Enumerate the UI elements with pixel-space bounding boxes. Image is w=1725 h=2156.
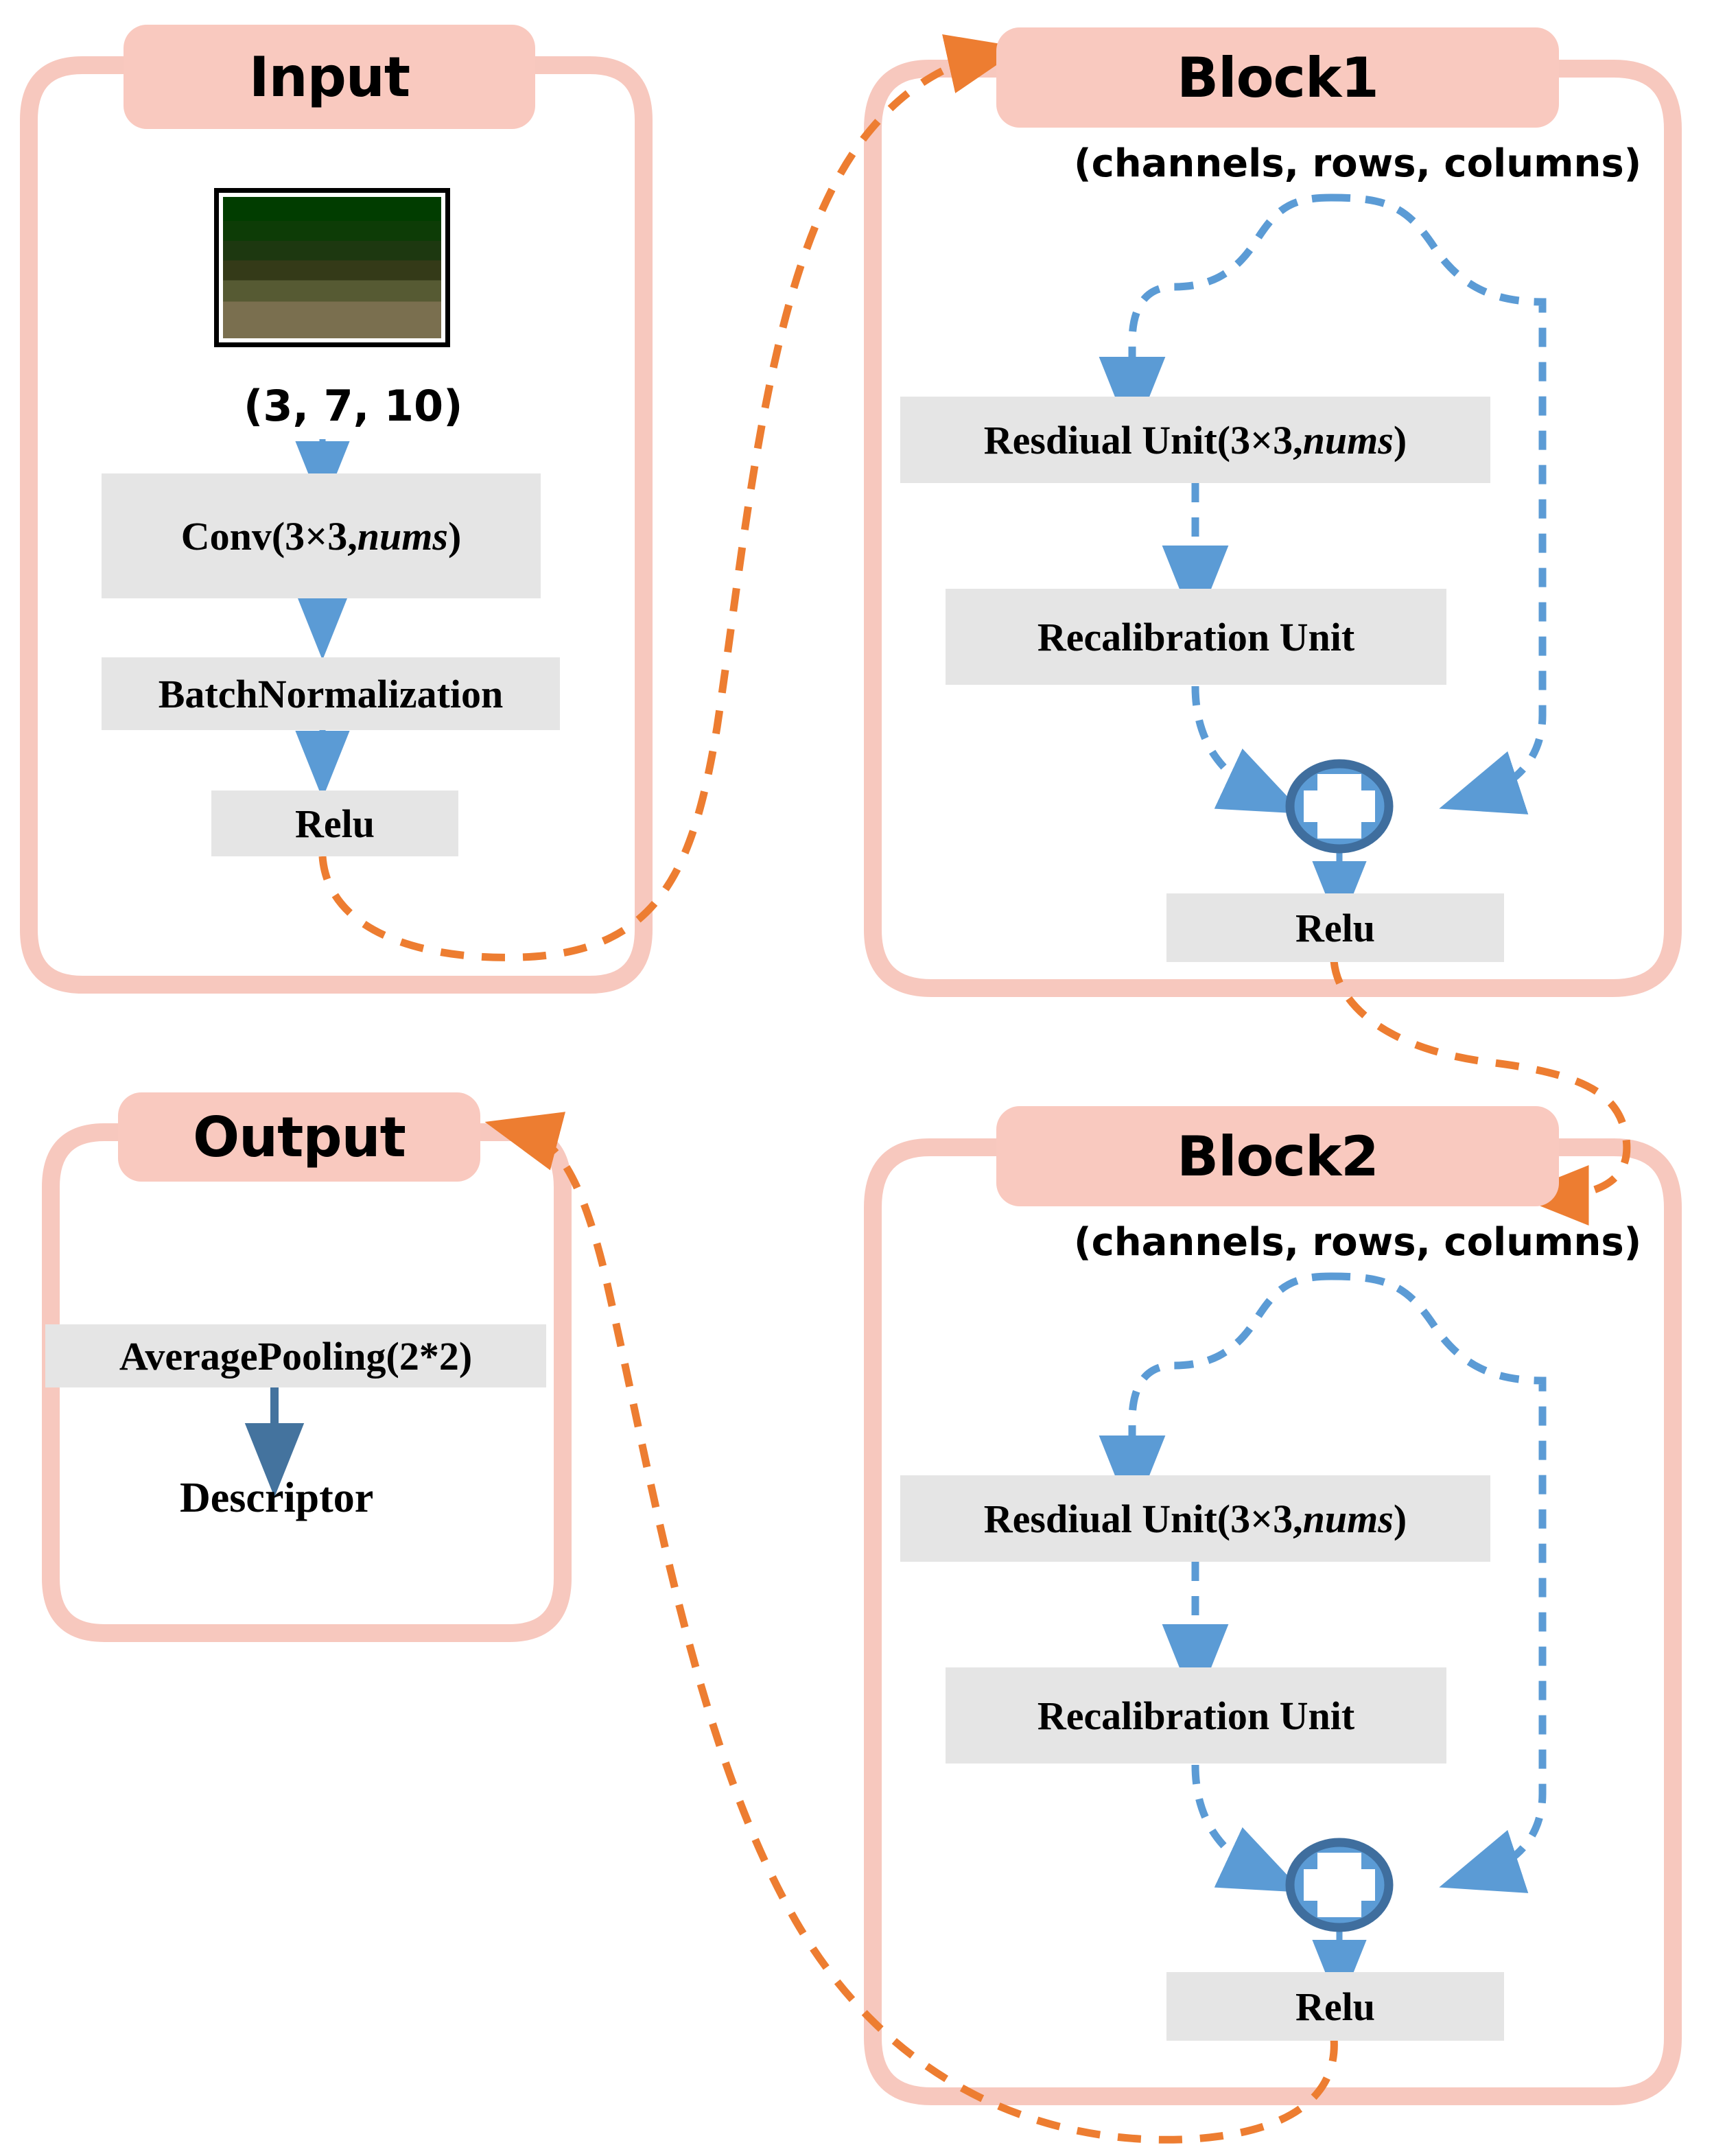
block2-relu-box[interactable]: Relu xyxy=(1166,1972,1504,2041)
input-shape-caption: (3, 7, 10) xyxy=(244,381,463,431)
block1-container-frame xyxy=(864,60,1682,997)
block2-add-node xyxy=(1285,1838,1394,1932)
times-icon: × xyxy=(305,513,328,559)
block2-container-frame xyxy=(864,1138,1682,2105)
arrow-recal-to-add xyxy=(1191,1764,1304,1893)
skip-right-branch xyxy=(1330,194,1547,815)
input-sample-image xyxy=(214,188,450,347)
times-icon: × xyxy=(1250,417,1274,462)
times-icon: × xyxy=(1250,1496,1274,1541)
block2-section-title[interactable]: Block2 xyxy=(996,1106,1559,1206)
output-pooling-box[interactable]: AveragePooling(2*2) xyxy=(45,1324,546,1387)
output-title-text: Output xyxy=(193,1105,406,1169)
input-batchnorm-box[interactable]: BatchNormalization xyxy=(102,657,560,730)
block2-title-text: Block2 xyxy=(1177,1124,1379,1188)
block1-recalibration-unit-box[interactable]: Recalibration Unit xyxy=(946,589,1446,685)
block2-recalibration-unit-box[interactable]: Recalibration Unit xyxy=(946,1667,1446,1764)
block1-add-node xyxy=(1285,759,1394,854)
block1-residual-unit-box[interactable]: Resdiual Unit(3 × 3, nums) xyxy=(900,397,1490,483)
skip-left-branch xyxy=(1099,194,1332,440)
block2-shape-note: (channels, rows, columns) xyxy=(1074,1220,1642,1265)
block2-residual-unit-box[interactable]: Resdiual Unit(3 × 3, nums) xyxy=(900,1475,1490,1562)
skip-left-branch xyxy=(1099,1272,1332,1519)
skip-right-branch xyxy=(1330,1272,1547,1893)
output-section-title[interactable]: Output xyxy=(118,1092,480,1182)
block1-section-title[interactable]: Block1 xyxy=(996,27,1559,128)
input-title-text: Input xyxy=(248,45,410,109)
input-section-title[interactable]: Input xyxy=(124,25,535,129)
block1-skip-connection xyxy=(1099,194,1547,815)
block2-skip-connection xyxy=(1099,1272,1547,1893)
arrow-recal-to-add xyxy=(1191,686,1304,814)
input-conv-box[interactable]: Conv(3 × 3, nums) xyxy=(102,473,541,598)
block1-flow-arrows xyxy=(1162,483,1367,929)
block1-title-text: Block1 xyxy=(1177,45,1379,110)
block2-flow-arrows xyxy=(1162,1562,1367,2008)
input-relu-box[interactable]: Relu xyxy=(211,790,458,856)
block1-shape-note: (channels, rows, columns) xyxy=(1074,141,1642,186)
input-sample-image-gradient xyxy=(223,197,441,338)
output-descriptor-label: Descriptor xyxy=(180,1475,374,1521)
block1-relu-box[interactable]: Relu xyxy=(1166,893,1504,962)
